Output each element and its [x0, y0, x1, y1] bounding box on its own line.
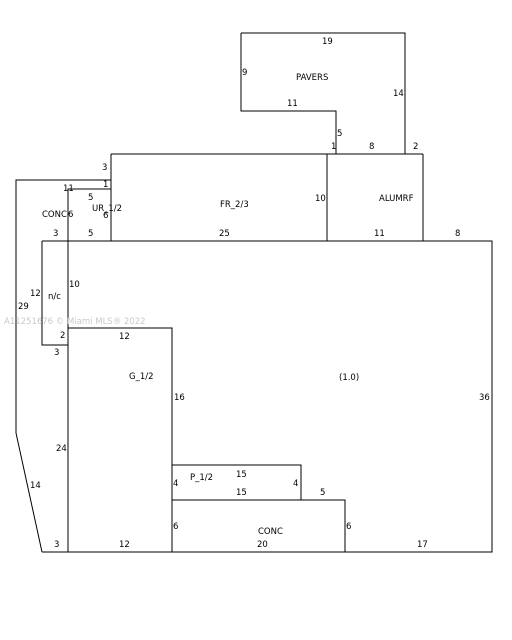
- mls-watermark: A11251676 © Miami MLS® 2022: [4, 317, 146, 327]
- dimension-label: 20: [257, 540, 268, 550]
- dimension-label: 11: [374, 229, 385, 239]
- conc-bottom-outline: [172, 499, 346, 552]
- dimension-label: 3: [102, 163, 107, 173]
- ur-outline: [67, 188, 111, 241]
- dimension-label: 11: [287, 99, 298, 109]
- area-label-alumrf: ALUMRF: [379, 194, 414, 204]
- area-label-conc-top: CONC: [42, 210, 67, 220]
- dimension-label: 14: [393, 89, 404, 99]
- dimension-label: 29: [18, 302, 29, 312]
- area-label-main: (1.0): [339, 373, 359, 383]
- dimension-label: 5: [337, 129, 342, 139]
- dimension-label: 25: [219, 229, 230, 239]
- dimension-label: 2: [413, 142, 418, 152]
- dimension-label: 12: [30, 289, 41, 299]
- dimension-label: 5: [88, 229, 93, 239]
- dimension-label: 8: [455, 229, 460, 239]
- area-label-conc-bottom: CONC: [258, 527, 283, 537]
- dimension-label: 5: [320, 488, 325, 498]
- dimension-label: 5: [88, 193, 93, 203]
- dimension-label: 6: [173, 522, 178, 532]
- dimension-label: 3: [54, 540, 59, 550]
- pavers-outline: [240, 32, 406, 155]
- dimension-label: 9: [242, 68, 247, 78]
- dimension-label: 1: [331, 142, 336, 152]
- dimension-label: 15: [236, 488, 247, 498]
- dimension-label: 3: [53, 229, 58, 239]
- dimension-label: 16: [174, 393, 185, 403]
- area-label-fr: FR_2/3: [220, 200, 249, 210]
- dimension-label: 14: [30, 481, 41, 491]
- dimension-label: 11: [63, 184, 74, 194]
- dimension-label: 6: [346, 522, 351, 532]
- dimension-label: 4: [173, 479, 178, 489]
- main-outline: [42, 240, 493, 553]
- dimension-label: 36: [479, 393, 490, 403]
- dimension-label: 12: [119, 540, 130, 550]
- dimension-label: 1: [103, 180, 108, 190]
- area-label-garage: G_1/2: [129, 372, 154, 382]
- area-label-nc: n/c: [48, 292, 61, 302]
- dimension-label: 3: [54, 348, 59, 358]
- dimension-label: 2: [60, 331, 65, 341]
- dimension-label: 6: [68, 210, 73, 220]
- dimension-label: 15: [236, 470, 247, 480]
- dimension-label: 8: [369, 142, 374, 152]
- dimension-label: 10: [69, 280, 80, 290]
- dimension-label: 6: [103, 211, 108, 221]
- conc-outline: [15, 179, 111, 553]
- area-label-porch: P_1/2: [190, 473, 213, 483]
- dimension-label: 19: [322, 37, 333, 47]
- garage-outline: [68, 327, 173, 552]
- area-label-pavers: PAVERS: [296, 73, 328, 83]
- dimension-label: 12: [119, 332, 130, 342]
- nc-outline: [41, 241, 68, 346]
- dimension-label: 17: [417, 540, 428, 550]
- area-label-ur: UR_1/2: [92, 204, 122, 214]
- dimension-label: 10: [315, 194, 326, 204]
- porch-outline: [172, 464, 302, 500]
- dimension-label: 4: [293, 479, 298, 489]
- dimension-label: 24: [56, 444, 67, 454]
